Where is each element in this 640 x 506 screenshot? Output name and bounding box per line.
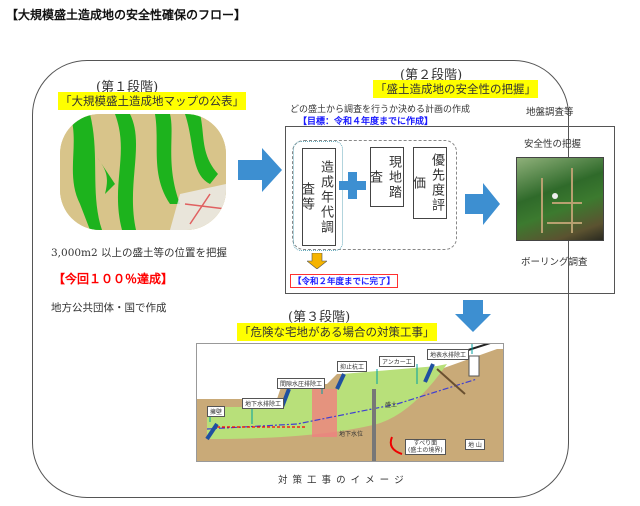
stage2-goal: 【目標：令和４年度までに作成】 xyxy=(298,117,434,127)
stage1-caption: 3,000m2 以上の盛土等の位置を把握 xyxy=(51,247,228,259)
landslide-map-image xyxy=(60,114,226,230)
boring-survey-photo xyxy=(516,157,604,241)
stage2-done: 【令和２年度までに完了】 xyxy=(290,274,399,288)
slip-surface-sub: (盛土の境界) xyxy=(408,447,443,454)
countermeasure-diagram: 擁壁 地下水排除工 間隙水圧排除工 抑止杭工 アンカー工 地表水排除工 盛土 地… xyxy=(196,343,504,462)
stage2-highlight: 「盛土造成地の安全性の把握」 xyxy=(373,80,538,98)
slip-surface-text: すべり面 xyxy=(413,440,438,447)
process-group xyxy=(292,140,457,250)
outer-frame xyxy=(32,60,569,498)
ground-survey-label: 地盤調査等 xyxy=(526,107,574,118)
plus-icon xyxy=(339,172,366,199)
stage2-box xyxy=(285,126,615,294)
arrow-right-icon xyxy=(465,183,500,225)
label-retaining-wall: 擁壁 xyxy=(207,406,226,417)
arrow-down-icon xyxy=(307,253,327,269)
label-pile: 抑止杭工 xyxy=(337,361,368,372)
label-fill: 盛土 xyxy=(385,402,398,409)
stage3-caption: 対 策 工 事 の イ メ ー ジ xyxy=(278,475,405,486)
stage1-heading: (第１段階) xyxy=(96,80,159,95)
label-slip-surface: すべり面(盛土の境界) xyxy=(405,439,446,455)
label-water-level: 地下水位 xyxy=(339,431,364,438)
boring-label: ボーリング調査 xyxy=(521,257,588,268)
stage3-heading: (第３段階) xyxy=(288,310,351,325)
stage3-highlight: 「危険な宅地がある場合の対策工事」 xyxy=(237,323,437,341)
stage1-highlight: 「大規模盛土造成地マップの公表」 xyxy=(58,92,246,110)
label-groundwater-drain: 地下水排除工 xyxy=(242,398,285,409)
box-site-inspection: 現地踏査 xyxy=(367,147,404,207)
stage1-achievement: 【今回１００％達成】 xyxy=(53,272,174,286)
arrow-right-icon xyxy=(238,148,282,192)
label-pore-pressure: 間隙水圧排除工 xyxy=(277,378,326,389)
box-priority: 優先度評価 xyxy=(410,147,447,219)
page-title: 【大規模盛土造成地の安全性確保のフロー】 xyxy=(6,8,247,22)
stage2-heading: (第２段階) xyxy=(400,68,463,83)
label-surface-drain: 地表水排除工 xyxy=(427,349,470,360)
safety-label: 安全性の把握 xyxy=(524,139,582,150)
label-anchor: アンカー工 xyxy=(379,356,415,367)
label-ground: 地 山 xyxy=(465,439,485,450)
box-age-survey: 造成年代調査等 xyxy=(299,148,336,246)
age-survey-group xyxy=(293,141,343,251)
stage1-maker: 地方公共団体・国で作成 xyxy=(51,302,167,314)
stage2-plan: どの盛土から調査を行うか決める計画の作成 xyxy=(290,105,471,115)
arrow-down-icon xyxy=(455,300,491,332)
